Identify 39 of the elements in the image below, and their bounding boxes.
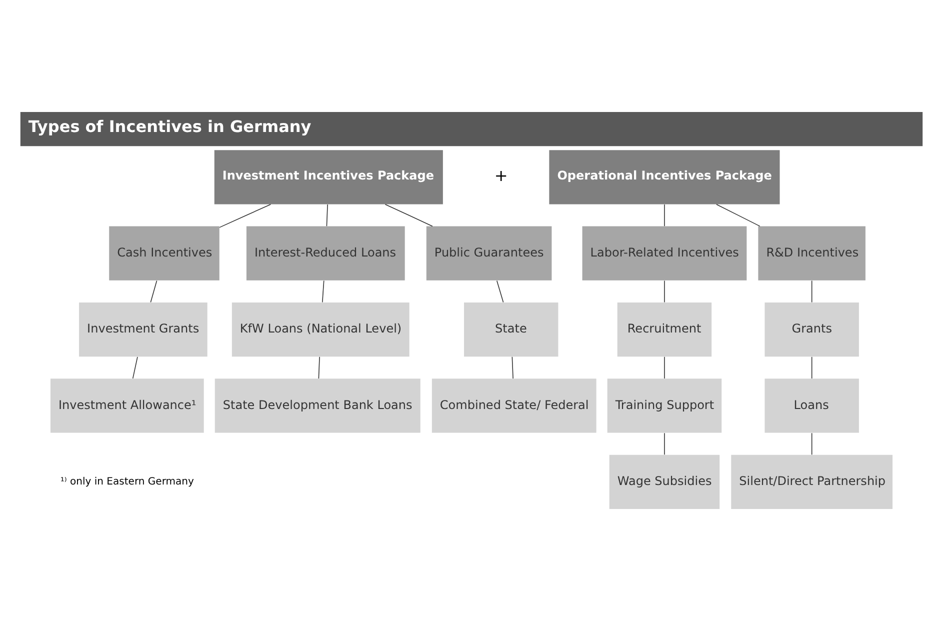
connector	[132, 356, 138, 379]
connector	[322, 280, 324, 303]
node-box: State Development Bank Loans	[214, 378, 420, 433]
connector	[219, 204, 272, 228]
connector	[664, 432, 665, 456]
node-box: Interest-Reduced Loans	[246, 226, 405, 280]
node-box: Silent/Direct Partnership	[731, 454, 893, 509]
diagram-title: Types of Incentives in Germany	[28, 116, 312, 136]
node-box: Investment Incentives Package	[214, 150, 443, 204]
connector	[318, 356, 320, 379]
node-box: Public Guarantees	[426, 226, 552, 280]
node-box: State	[464, 302, 558, 357]
connector	[326, 204, 328, 226]
connector	[384, 204, 433, 227]
node-box: Investment Allowance¹	[50, 378, 204, 433]
node-box: R&D Incentives	[758, 226, 866, 280]
node-box: Operational Incentives Package	[549, 150, 780, 204]
label: ¹⁾ only in Eastern Germany	[60, 476, 194, 488]
node-box: Investment Grants	[79, 302, 208, 357]
connector	[664, 204, 665, 226]
node-box: KfW Loans (National Level)	[232, 302, 410, 357]
connector	[512, 356, 514, 379]
connector	[150, 280, 158, 303]
node-box: Recruitment	[617, 302, 712, 357]
node-box: Training Support	[607, 378, 722, 433]
connector	[811, 280, 812, 303]
node-box: Loans	[764, 378, 859, 433]
connector	[716, 204, 760, 227]
connector	[811, 356, 812, 379]
connector	[811, 432, 812, 456]
connector	[664, 280, 665, 303]
node-box: Combined State/ Federal	[432, 378, 596, 433]
node-box: Labor-Related Incentives	[582, 226, 747, 280]
connector	[664, 356, 665, 379]
node-box: Grants	[764, 302, 859, 357]
node-box: Cash Incentives	[109, 226, 220, 280]
connector	[496, 280, 504, 303]
label: +	[494, 166, 508, 185]
node-box: Wage Subsidies	[609, 454, 720, 509]
